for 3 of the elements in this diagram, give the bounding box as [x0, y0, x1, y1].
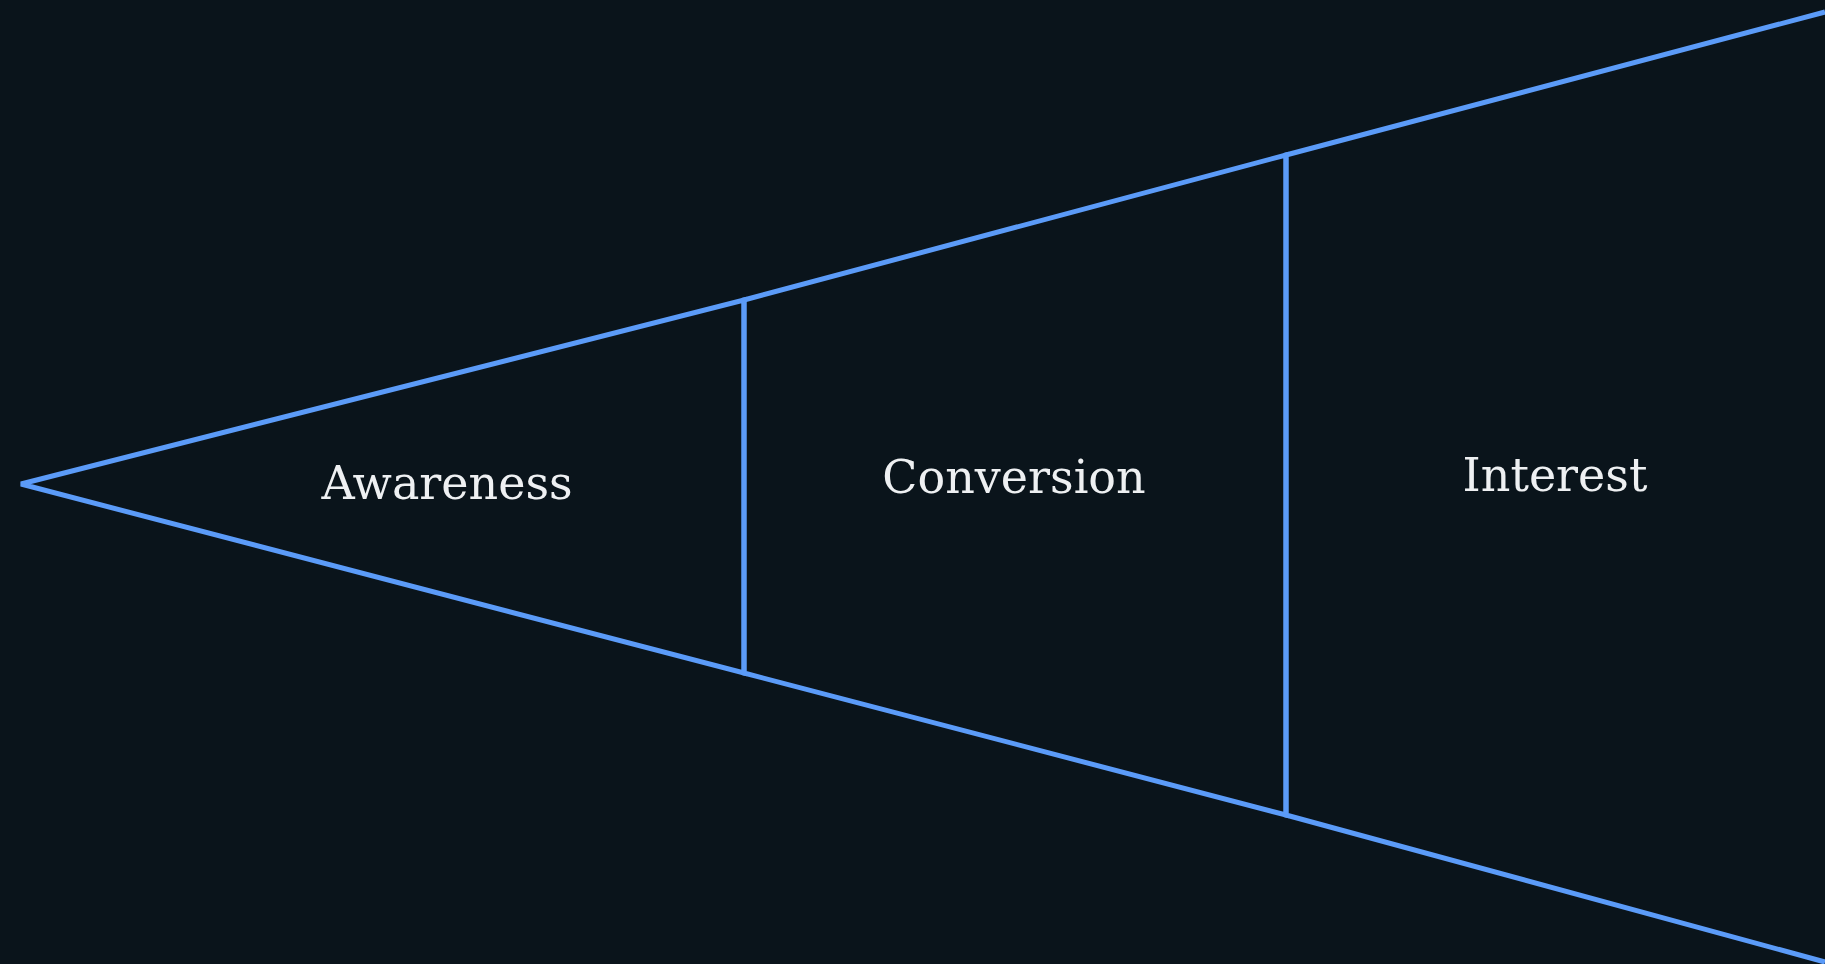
stage-label: Awareness: [321, 456, 573, 510]
stage-label: Conversion: [882, 450, 1146, 504]
stage-label: Interest: [1462, 448, 1648, 502]
